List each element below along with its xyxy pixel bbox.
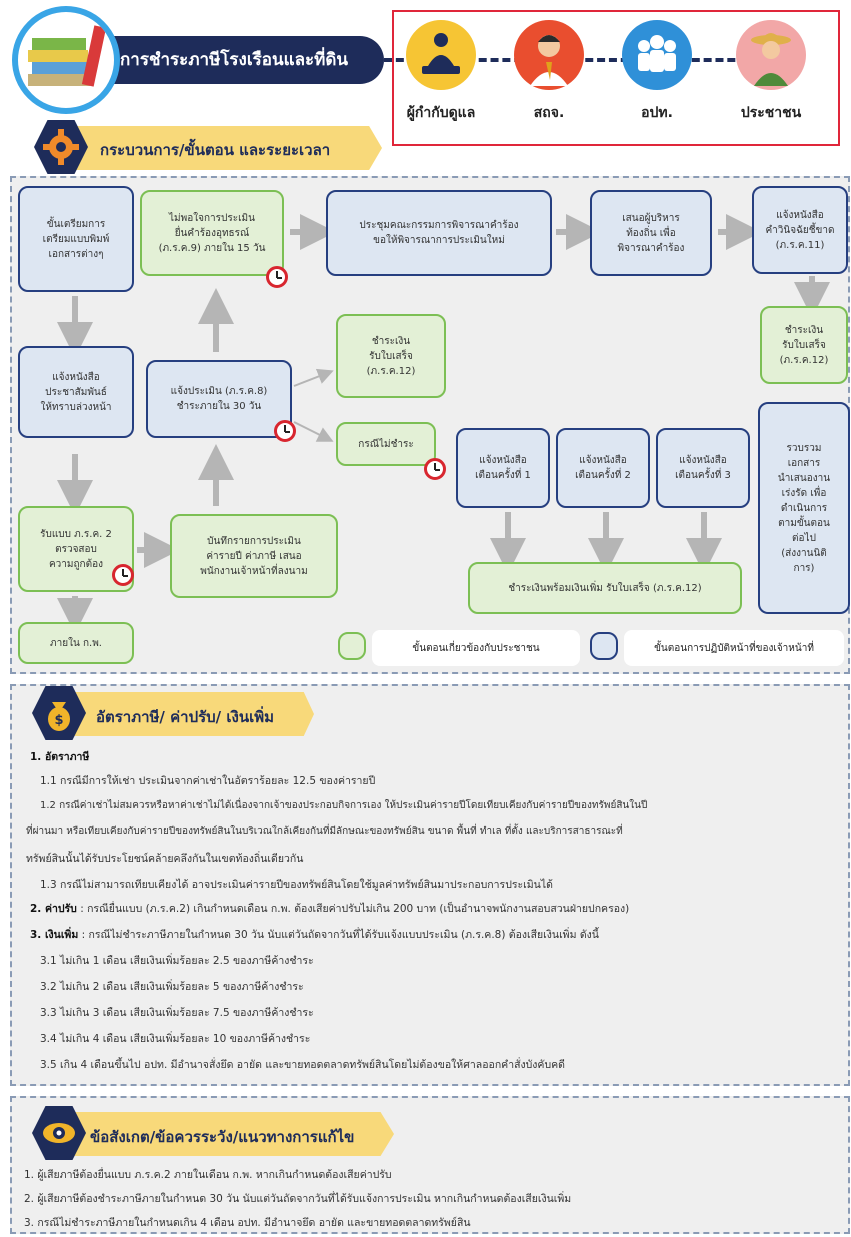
step-notify-assessment: แจ้งประเมิน (ภ.ร.ค.8) ชำระภายใน 30 วัน — [146, 360, 292, 438]
step-not-paid: กรณีไม่ชำระ — [336, 422, 436, 466]
step-record-assessment: บันทึกรายการประเมิน ค่ารายปี ค่าภาษี เสน… — [170, 514, 338, 598]
rates-item-3-3: 3.3 ไม่เกิน 3 เดือน เสียเงินเพิ่มร้อยละ … — [40, 1007, 314, 1019]
step-collect-docs: รวบรวม เอกสาร นำเสนองาน เร่งรัด เพื่อ ดำ… — [758, 402, 850, 614]
process-heading: กระบวนการ/ขั้นตอน และระยะเวลา — [100, 141, 331, 159]
svg-text:$: $ — [54, 713, 63, 728]
rates-item-1-2b: ที่ผ่านมา หรือเทียบเคียงกับค่ารายปีของทร… — [26, 826, 623, 837]
rates-heading: อัตราภาษี/ ค่าปรับ/ เงินเพิ่ม — [96, 708, 274, 726]
rates-section-2: 2. ค่าปรับ : กรณียื่นแบบ (ภ.ร.ค.2) เกินก… — [30, 900, 629, 917]
rates-section-2-text: : กรณียื่นแบบ (ภ.ร.ค.2) เกินกำหนดเดือน ก… — [80, 903, 630, 915]
gear-icon — [34, 120, 88, 174]
supervisor-monk-icon — [406, 20, 476, 90]
official-person-icon — [514, 20, 584, 90]
step-pay-receipt-mid: ชำระเงิน รับใบเสร็จ (ภ.ร.ค.12) — [336, 314, 446, 398]
notes-item-2: 2. ผู้เสียภาษีต้องชำระภาษีภายในกำหนด 30 … — [24, 1193, 572, 1205]
stakeholder-label-supervisor: ผู้กำกับดูแล — [406, 105, 476, 121]
step-warning-2: แจ้งหนังสือ เตือนครั้งที่ 2 — [556, 428, 650, 508]
rates-panel — [10, 684, 850, 1086]
rates-section-3: 3. เงินเพิ่ม : กรณีไม่ชำระภาษีภายในกำหนด… — [30, 926, 599, 943]
rates-item-3-2: 3.2 ไม่เกิน 2 เดือน เสียเงินเพิ่มร้อยละ … — [40, 981, 304, 993]
rates-item-1-3: 1.3 กรณีไม่สามารถเทียบเคียงได้ อาจประเมิ… — [40, 879, 553, 891]
step-warning-1: แจ้งหนังสือ เตือนครั้งที่ 1 — [456, 428, 550, 508]
books-icon — [12, 6, 120, 114]
eye-icon — [32, 1106, 86, 1160]
notes-heading: ข้อสังเกต/ข้อควรระวัง/แนวทางการแก้ไข — [90, 1128, 355, 1146]
rates-section-3-title: 3. เงินเพิ่ม — [30, 929, 79, 941]
rates-section-3-text: : กรณีไม่ชำระภาษีภายในกำหนด 30 วัน นับแต… — [81, 929, 599, 941]
rates-item-3-5: 3.5 เกิน 4 เดือนขึ้นไป อปท. มีอำนาจสั่งย… — [40, 1059, 565, 1071]
legend-officer-swatch — [590, 632, 618, 660]
rates-heading-band — [58, 692, 314, 736]
step-warning-3: แจ้งหนังสือ เตือนครั้งที่ 3 — [656, 428, 750, 508]
clock-icon — [274, 420, 296, 442]
rates-item-1-2c: ทรัพย์สินนั้นได้รับประโยชน์คล้ายคลึงกันใ… — [26, 853, 304, 865]
clock-icon — [266, 266, 288, 288]
rates-section-2-title: 2. ค่าปรับ — [30, 903, 77, 915]
step-committee: ประชุมคณะกรรมการพิจารณาคำร้อง ขอให้พิจาร… — [326, 190, 552, 276]
notes-heading-band — [58, 1112, 394, 1156]
process-arrows — [57, 214, 830, 634]
step-notify-advance: แจ้งหนังสือ ประชาสัมพันธ์ ให้ทราบล่วงหน้… — [18, 346, 134, 438]
process-heading-band — [60, 126, 382, 170]
stakeholder-label-office: สถจ. — [533, 105, 565, 121]
stakeholder-frame — [392, 10, 840, 146]
legend-citizen-swatch — [338, 632, 366, 660]
notes-item-3: 3. กรณีไม่ชำระภาษีภายในกำหนดเกิน 4 เดือน… — [24, 1217, 471, 1229]
notes-item-1: 1. ผู้เสียภาษีต้องยื่นแบบ ภ.ร.ค.2 ภายในเ… — [24, 1169, 392, 1181]
step-pay-surcharge: ชำระเงินพร้อมเงินเพิ่ม รับใบเสร็จ (ภ.ร.ค… — [468, 562, 742, 614]
step-within-feb: ภายใน ก.พ. — [18, 622, 134, 664]
money-bag-icon: $ — [32, 686, 86, 740]
staff-group-icon — [622, 20, 692, 90]
clock-icon — [424, 458, 446, 480]
step-executive: เสนอผู้บริหาร ท้องถิ่น เพื่อ พิจารณาคำร้… — [590, 190, 712, 276]
legend-officer-label: ขั้นตอนการปฏิบัติหน้าที่ของเจ้าหน้าที่ — [624, 630, 844, 666]
step-notify-decision: แจ้งหนังสือ คำวินิจฉัยชี้ขาด (ภ.ร.ค.11) — [752, 186, 848, 274]
citizen-farmer-icon — [736, 20, 806, 90]
rates-item-3-1: 3.1 ไม่เกิน 1 เดือน เสียเงินเพิ่มร้อยละ … — [40, 955, 314, 967]
clock-icon — [112, 564, 134, 586]
page-title: การชำระภาษีโรงเรือนและที่ดิน — [120, 50, 348, 70]
rates-item-1-2a: 1.2 กรณีค่าเช่าไม่สมควรหรือหาค่าเช่าไม่ไ… — [40, 800, 648, 811]
legend-citizen-label: ขั้นตอนเกี่ยวข้องกับประชาชน — [372, 630, 580, 666]
step-appeal: ไม่พอใจการประเมิน ยื่นคำร้องอุทธรณ์ (ภ.ร… — [140, 190, 284, 276]
rates-item-1-1: 1.1 กรณีมีการให้เช่า ประเมินจากค่าเช่าใน… — [40, 775, 376, 787]
rates-item-3-4: 3.4 ไม่เกิน 4 เดือน เสียเงินเพิ่มร้อยละ … — [40, 1033, 311, 1045]
stakeholder-label-local-gov: อปท. — [641, 105, 673, 121]
step-receive-form: รับแบบ ภ.ร.ค. 2 ตรวจสอบ ความถูกต้อง — [18, 506, 134, 592]
step-prepare: ขั้นเตรียมการ เตรียมแบบพิมพ์ เอกสารต่างๆ — [18, 186, 134, 292]
rates-section-1-title: 1. อัตราภาษี — [30, 751, 90, 763]
stakeholder-label-citizen: ประชาชน — [740, 105, 802, 121]
step-pay-receipt-right: ชำระเงิน รับใบเสร็จ (ภ.ร.ค.12) — [760, 306, 848, 384]
